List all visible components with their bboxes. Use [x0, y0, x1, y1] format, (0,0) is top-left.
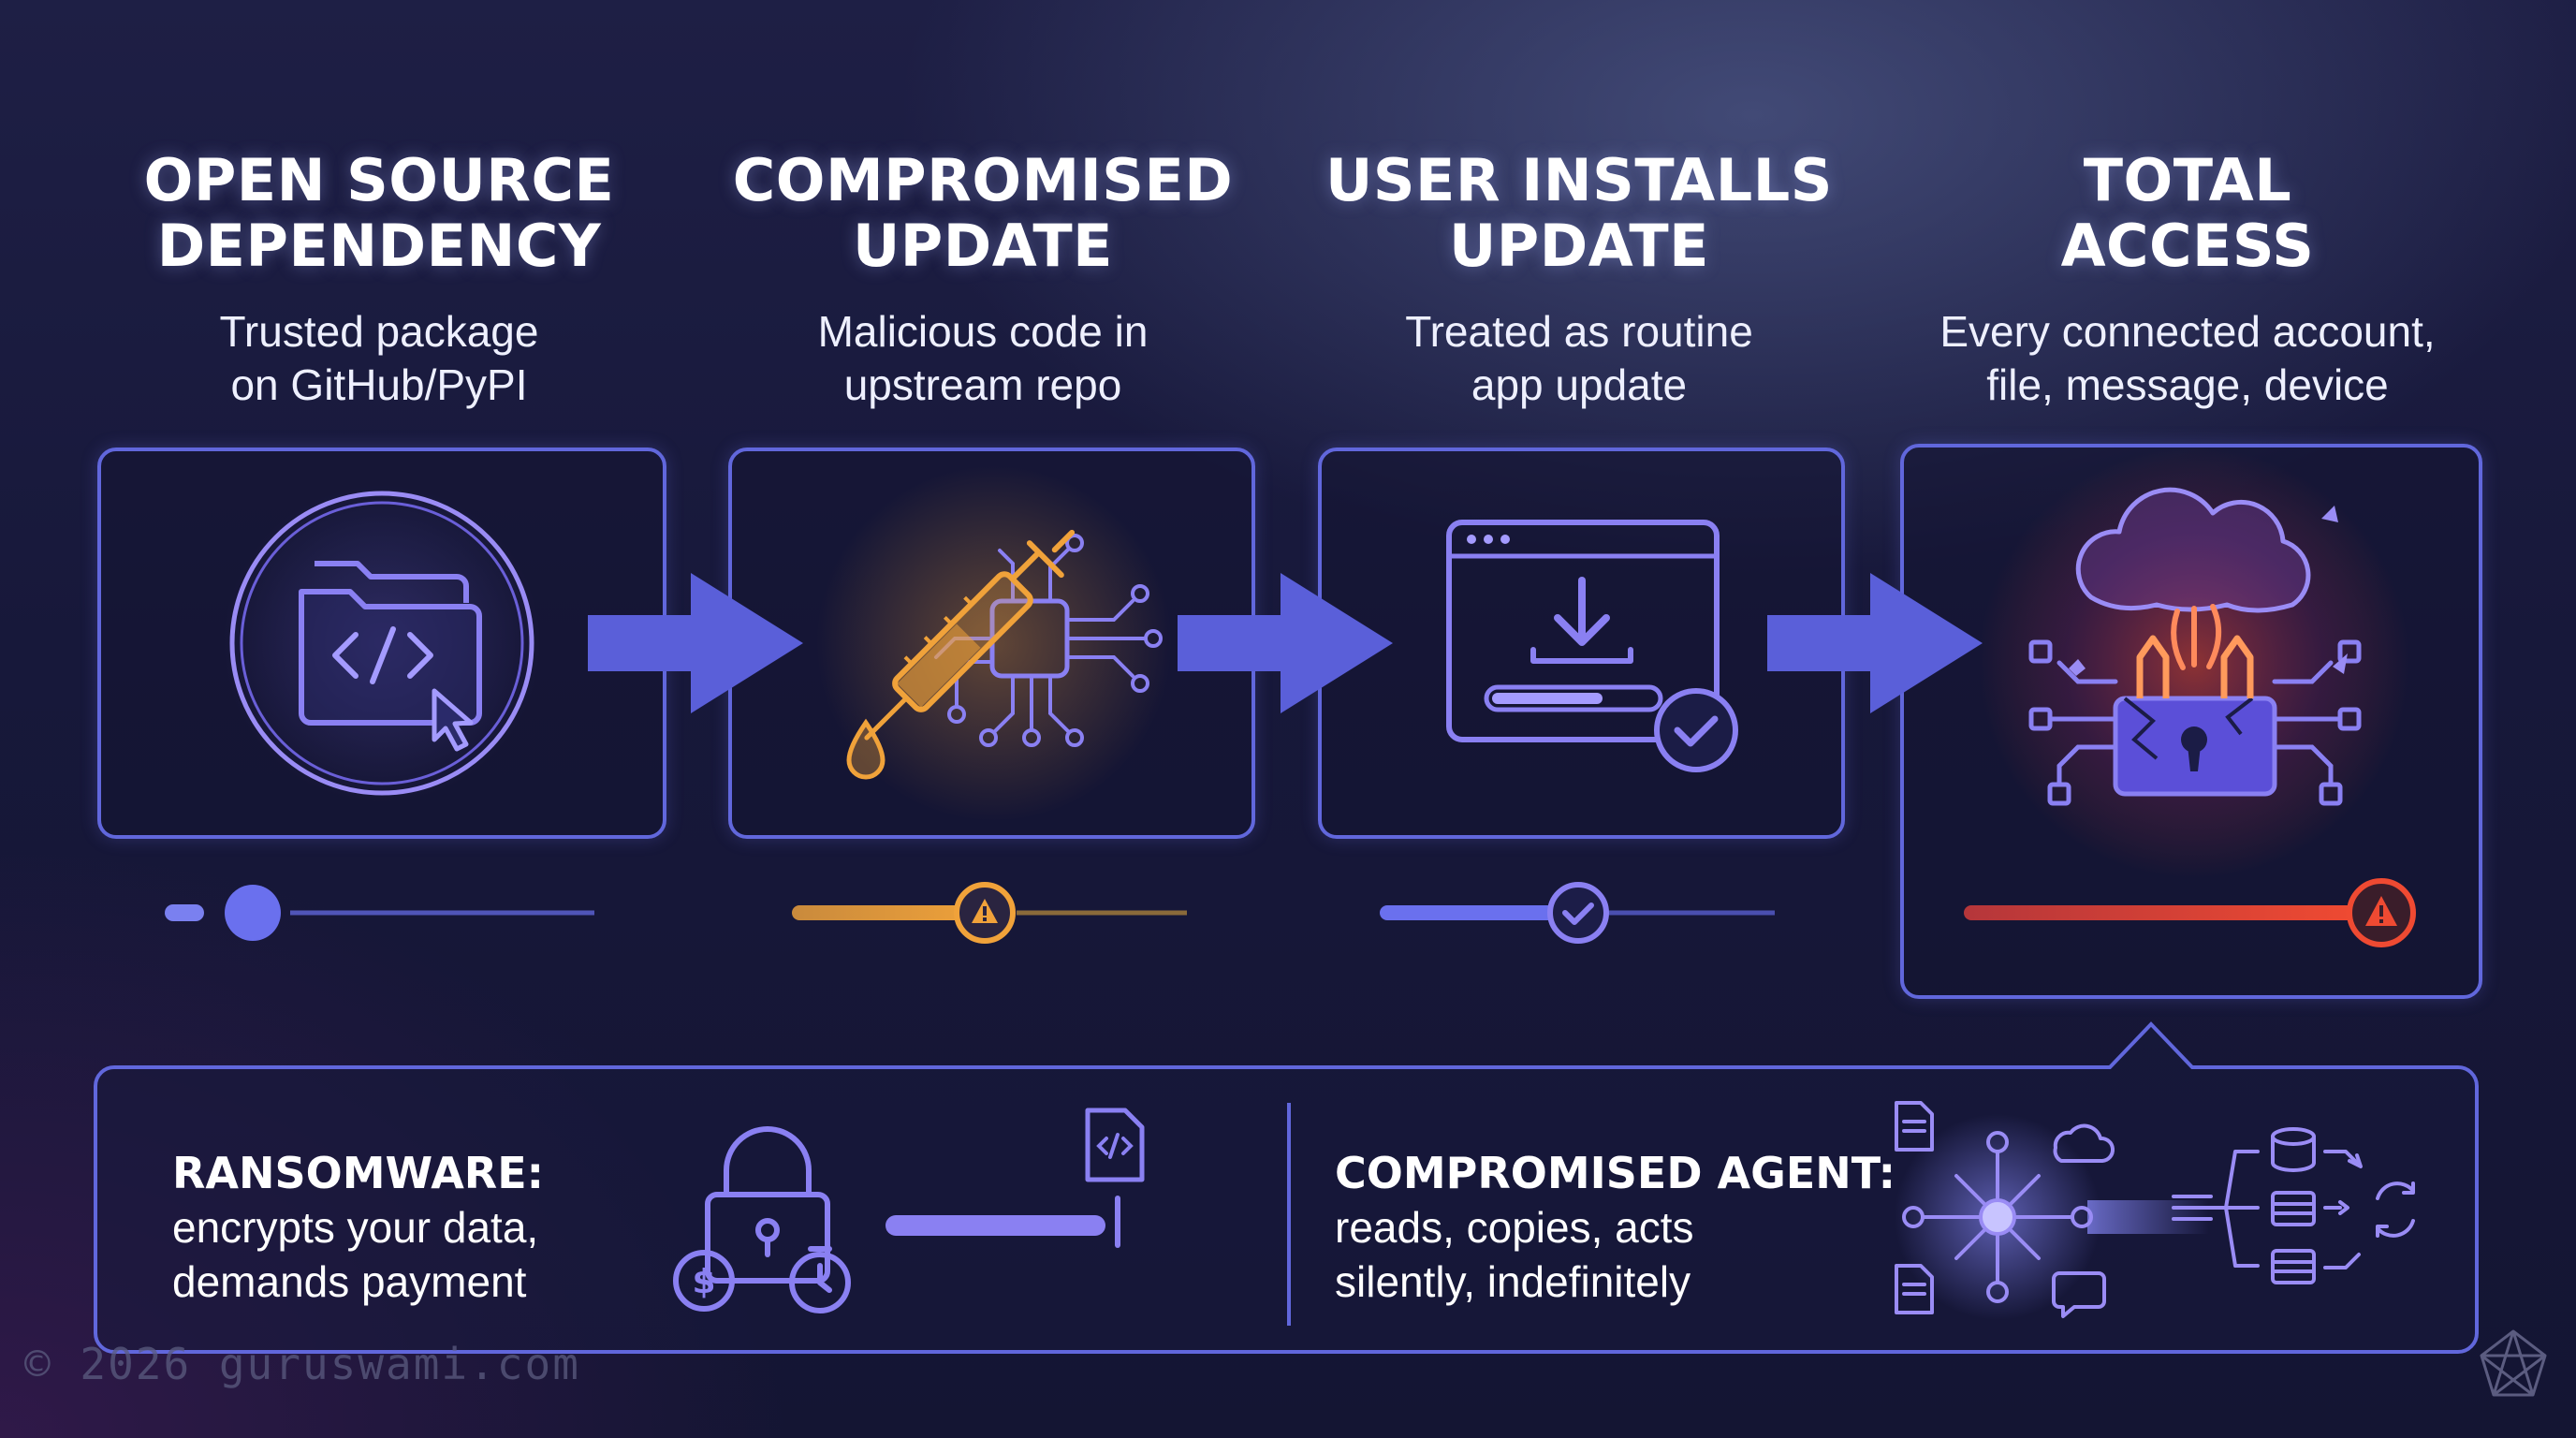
agent-line-2: silently, indefinitely: [1335, 1257, 1691, 1306]
step-2-header: COMPROMISED UPDATE Malicious code in ups…: [665, 148, 1301, 412]
step-3-title: USER INSTALLS UPDATE: [1325, 146, 1833, 280]
step-4-subtitle: Every connected account, file, message, …: [1939, 307, 2436, 409]
agent-title: COMPROMISED AGENT:: [1335, 1148, 1896, 1198]
flow-arrow-2: [1178, 573, 1393, 713]
step-4-progress-track: [1964, 878, 2416, 947]
step-3-progress-track: [1380, 882, 1775, 944]
step-3-header: USER INSTALLS UPDATE Treated as routine …: [1261, 148, 1897, 412]
step-1-progress-track: [165, 885, 594, 941]
step-1-subtitle: Trusted package on GitHub/PyPI: [219, 307, 539, 409]
syringe-circuit-icon: [816, 465, 1172, 821]
agent-outcome: COMPROMISED AGENT: reads, copies, acts s…: [1335, 1146, 1895, 1309]
ransomware-line-1: encrypts your data,: [172, 1203, 539, 1252]
step-4-header: TOTAL ACCESS Every connected account, fi…: [1869, 148, 2506, 412]
step-1-header: OPEN SOURCE DEPENDENCY Trusted package o…: [61, 148, 697, 412]
step-3-card: [1318, 448, 1845, 839]
agent-line-1: reads, copies, acts: [1335, 1203, 1694, 1252]
outcomes-panel: [94, 1021, 2479, 1354]
svg-text:$: $: [692, 1263, 715, 1301]
watermark-text: © 2026 guruswami.com: [24, 1339, 580, 1389]
step-2-progress-track: [792, 882, 1187, 944]
ransomware-outcome: RANSOMWARE: encrypts your data, demands …: [172, 1146, 544, 1309]
step-2-title: COMPROMISED UPDATE: [732, 146, 1234, 280]
step-1-title: OPEN SOURCE DEPENDENCY: [143, 146, 615, 280]
download-window-icon: [1446, 520, 1738, 772]
step-2-card: [728, 448, 1255, 839]
exploding-lock-icon: [1979, 448, 2409, 878]
flow-arrow-3: [1767, 573, 1983, 713]
step-1-card: [97, 448, 666, 839]
ransomware-line-2: demands payment: [172, 1257, 527, 1306]
network-logo-icon: [2480, 1329, 2547, 1397]
check-icon: [1547, 882, 1609, 944]
code-folder-icon: [223, 484, 541, 802]
step-4-title: TOTAL ACCESS: [2060, 146, 2315, 280]
agent-network-icon: [1895, 1101, 2415, 1320]
step-2-subtitle: Malicious code in upstream repo: [817, 307, 1149, 409]
lock-ransom-icon: $: [673, 1108, 1145, 1313]
flow-arrow-1: [588, 573, 803, 713]
step-3-subtitle: Treated as routine app update: [1405, 307, 1753, 409]
ransomware-title: RANSOMWARE:: [172, 1148, 545, 1198]
